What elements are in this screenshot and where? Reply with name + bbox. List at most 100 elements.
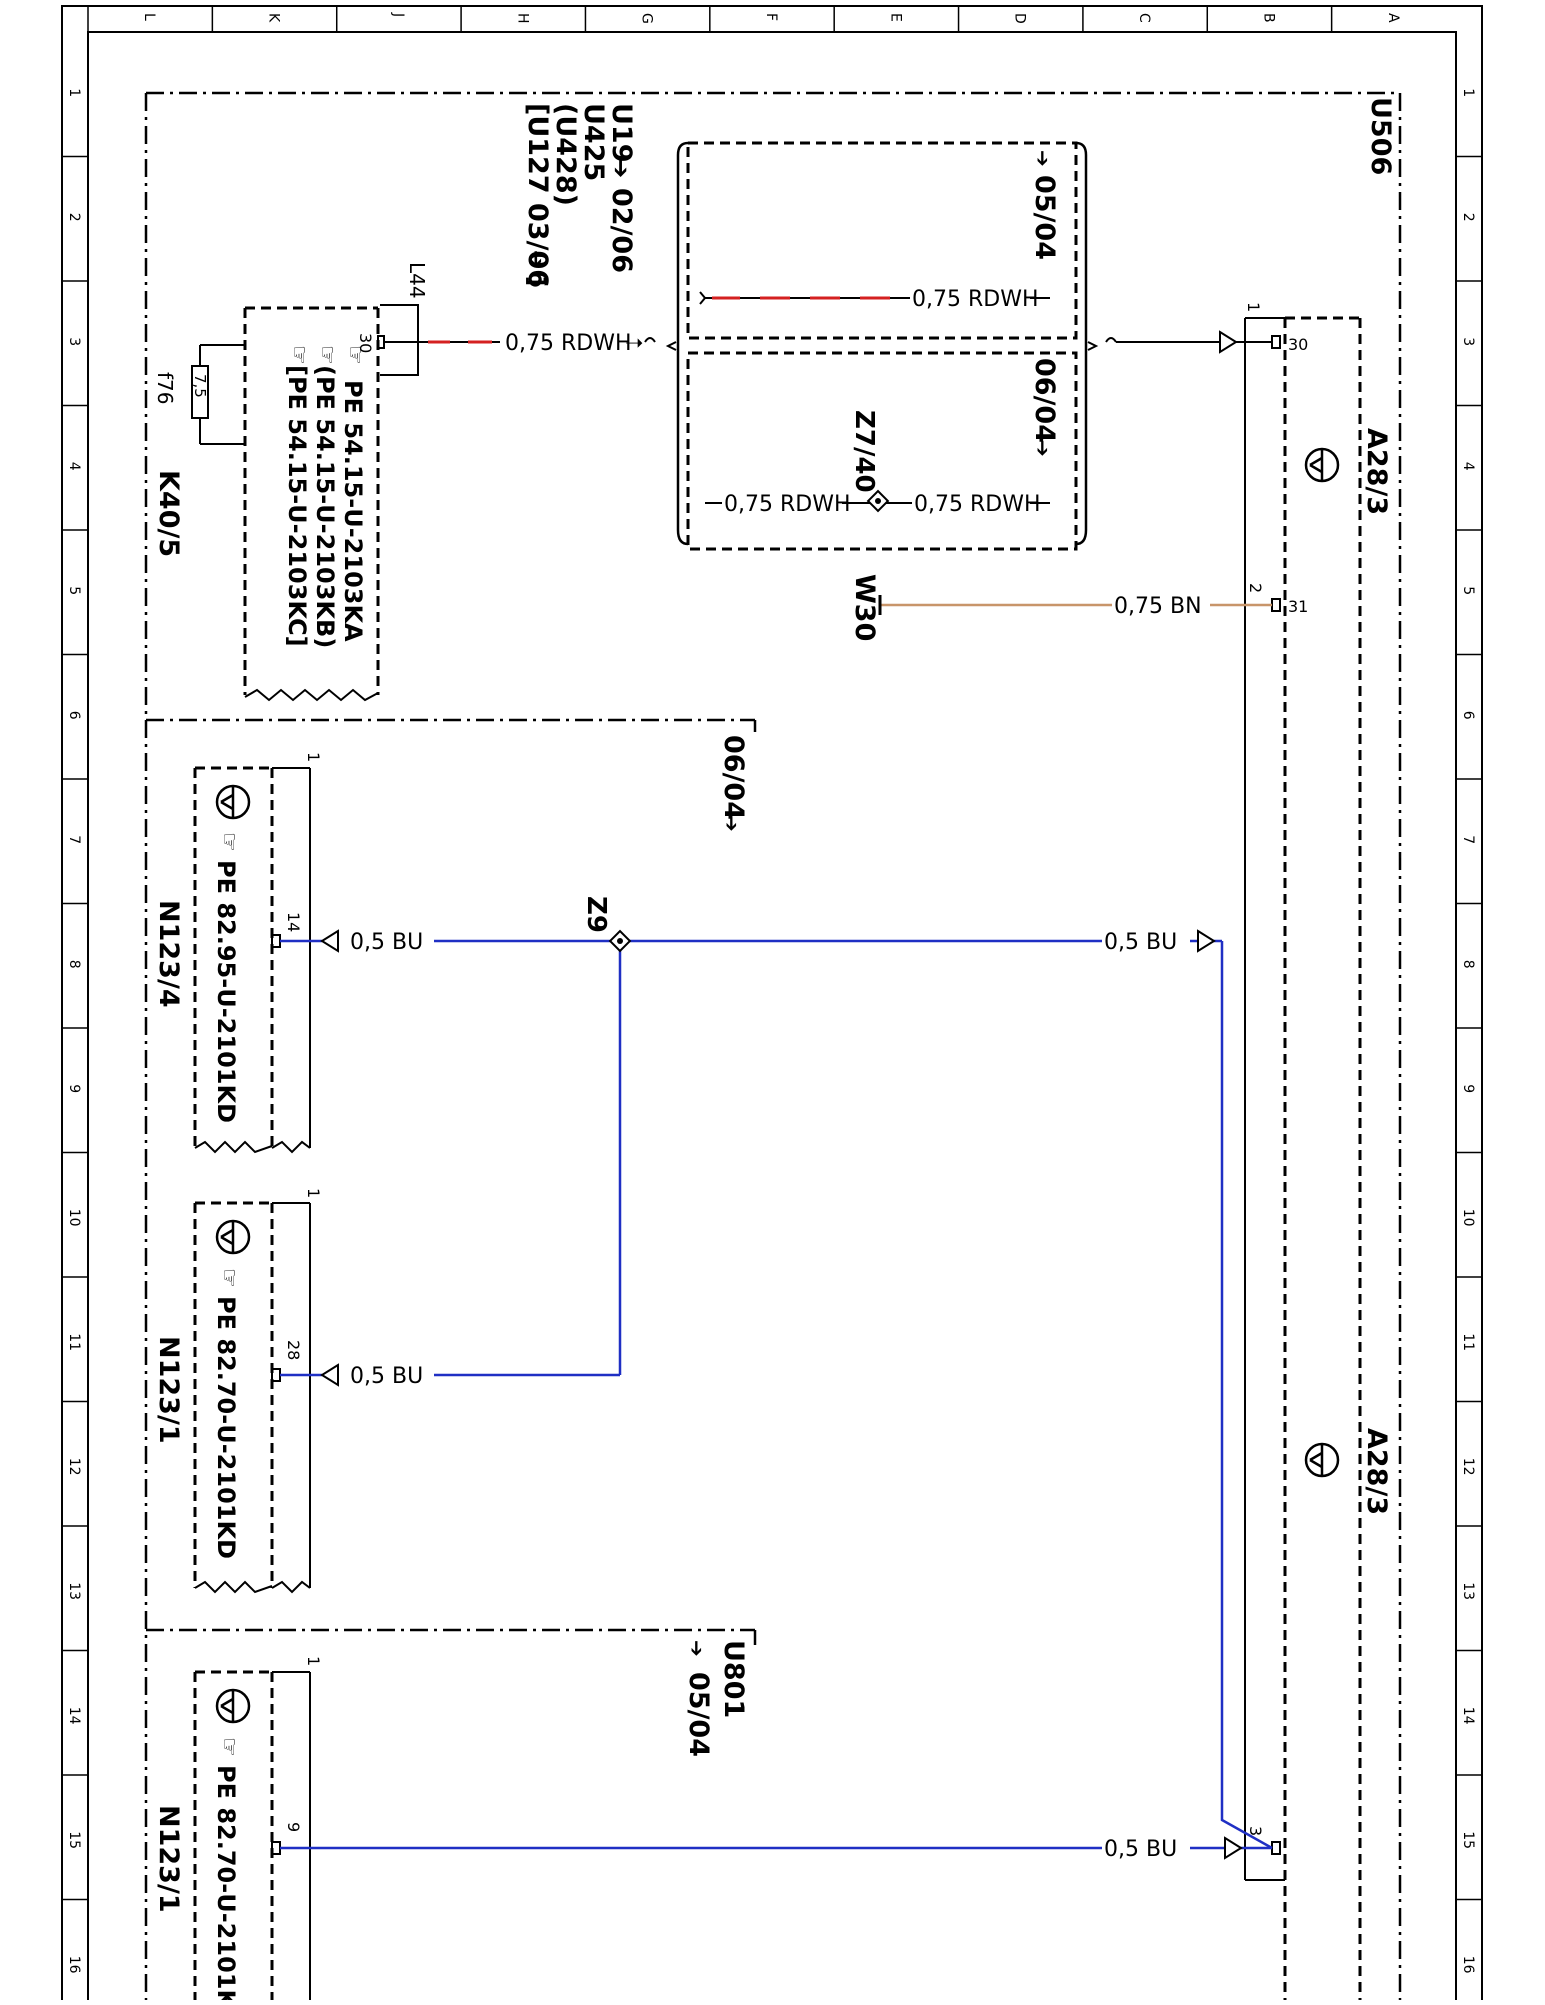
module-n123-4-label: N123/4 xyxy=(153,900,184,1008)
variant-bracket: 05/04 ➔ 06/04 ➔ 0,75 RDWH 0,75 RDWH 0,75… xyxy=(665,141,1099,551)
svg-text:☞: ☞ xyxy=(286,345,311,365)
a28-3-label-top: A28/3 xyxy=(1361,428,1392,515)
ref-u428: (U428) xyxy=(550,103,581,206)
column-label: E xyxy=(887,13,903,22)
a28-term-30: 30 xyxy=(1288,335,1308,354)
ground-w30-label: W30 xyxy=(849,574,880,641)
column-label: L xyxy=(141,13,157,21)
row-label: 8 xyxy=(1460,960,1476,969)
row-label: 10 xyxy=(66,1209,82,1227)
row-label: 3 xyxy=(66,337,82,346)
module-n123-1-a-label: N123/1 xyxy=(153,1336,184,1444)
splice-z7-40-label: Z7/40 xyxy=(849,410,879,493)
variant-lower-ref: 06/04 xyxy=(1029,358,1060,443)
variant-upper-ref: 05/04 xyxy=(1029,175,1060,260)
ref-u127-arrow: ➔ ] xyxy=(523,250,548,286)
pe-k40-line3: [PE 54.15-U-2103KC] xyxy=(283,365,311,647)
row-label: 13 xyxy=(1460,1582,1476,1600)
ref-0604-left-arrow: ➔ xyxy=(720,815,744,832)
fuse-f76-symbol xyxy=(191,365,209,419)
ref-0604-left: 06/04 xyxy=(718,735,749,820)
a28-pin-2: 2 xyxy=(1246,583,1265,593)
u801-label: U801 xyxy=(718,1640,749,1718)
row-label: 7 xyxy=(66,835,82,844)
ref-u19: U19 xyxy=(606,103,637,163)
u801-arrow: ➔ xyxy=(685,1640,709,1657)
module-n123-1-b: 1 ☞ PE 82.70-U-2101KD N123/1 9 xyxy=(153,1656,323,2005)
wire-rdwh-label-upper: 0,75 RDWH xyxy=(912,287,1039,312)
module-n123-1-b-label: N123/1 xyxy=(153,1805,184,1913)
u506-boundary xyxy=(144,91,1402,2000)
column-label: C xyxy=(1136,13,1152,23)
svg-text:☞: ☞ xyxy=(314,345,339,365)
module-n123-1-a-top-pin: 1 xyxy=(304,1188,323,1198)
transistor-icon xyxy=(1304,447,1340,483)
transistor-icon xyxy=(1304,1442,1340,1478)
variant-lower-arrow: ➔ xyxy=(1031,440,1055,457)
svg-text:☞: ☞ xyxy=(342,345,367,365)
column-label: G xyxy=(639,13,655,24)
row-label: 1 xyxy=(66,88,82,97)
module-n123-1-a-pe: PE 82.70-U-2101KD xyxy=(212,1296,240,1559)
row-label: 6 xyxy=(1460,711,1476,720)
a28-term-31: 31 xyxy=(1288,597,1308,616)
wire-bn-ground: 0,75 BN W30 xyxy=(849,574,1272,641)
ref-u19-page: 02/06 xyxy=(606,188,637,273)
module-n123-1-b-pe: PE 82.70-U-2101KD xyxy=(212,1765,240,2000)
module-n123-4: 1 ☞ PE 82.95-U-2101KD N123/4 14 xyxy=(153,752,323,1154)
column-label: K xyxy=(266,13,282,23)
hand-pointer-icon: ☞ xyxy=(216,1737,241,1757)
top-reference-block: U19 ➔ 02/06 U425 (U428) [U127 03/06 ➔ ] xyxy=(522,103,637,288)
row-label: 2 xyxy=(1460,213,1476,222)
wire-rdwh-label-lower-left: 0,75 RDWH xyxy=(724,492,851,517)
row-label: 4 xyxy=(1460,462,1476,471)
column-label: A xyxy=(1385,13,1401,23)
column-label: D xyxy=(1012,13,1028,24)
variant-upper-arrow: ➔ xyxy=(1031,150,1055,167)
module-n123-1-b-pin: 9 xyxy=(284,1822,303,1832)
a28-pin-3: 3 xyxy=(1246,1826,1265,1836)
row-label: 14 xyxy=(1460,1707,1476,1725)
k40-pin-30: 30 xyxy=(356,333,375,353)
row-label: 5 xyxy=(1460,586,1476,595)
svg-text:➝: ➝ xyxy=(625,331,643,356)
module-n123-1-b-top-pin: 1 xyxy=(304,1656,323,1666)
ref-u127: [U127 03/06 xyxy=(522,103,553,288)
wire-rdwh-label-main: 0,75 RDWH xyxy=(505,331,632,356)
row-label: 3 xyxy=(1460,337,1476,346)
hand-pointer-icon: ☞ xyxy=(216,1268,241,1288)
pe-k40-line1: PE 54.15-U-2103KA xyxy=(339,380,367,642)
wire-rdwh-main: 0,75 RDWH ➝ xyxy=(418,331,656,356)
row-label: 15 xyxy=(1460,1831,1476,1849)
k40-5-block: 7,5 f76 K40/5 PE 54.15-U-2103KA (PE 54.1… xyxy=(153,262,429,702)
k40-5-label: K40/5 xyxy=(153,470,184,557)
connector-arrows xyxy=(320,929,1243,1860)
row-label: 9 xyxy=(1460,1084,1476,1093)
column-label: B xyxy=(1260,13,1276,23)
row-label: 16 xyxy=(1460,1956,1476,1974)
fuse-f76-value: 7,5 xyxy=(191,374,209,398)
wire-to-a28-pin1 xyxy=(1105,330,1272,354)
wire-bu-label-n123-4: 0,5 BU xyxy=(350,930,423,955)
l44-label: L44 xyxy=(405,262,429,299)
transistor-icon xyxy=(215,1219,251,1255)
hand-pointer-icon: ☞ xyxy=(216,832,241,852)
row-label: 7 xyxy=(1460,835,1476,844)
row-label: 13 xyxy=(66,1582,82,1600)
module-n123-1-a-pin: 28 xyxy=(284,1340,303,1360)
module-n123-4-pe: PE 82.95-U-2101KD xyxy=(212,860,240,1123)
a28-3-module: A28/3 A28/3 1 30 2 31 3 xyxy=(1244,302,1392,2000)
module-n123-4-pin: 14 xyxy=(284,912,303,932)
row-label: 12 xyxy=(1460,1458,1476,1476)
module-n123-4-top-pin: 1 xyxy=(304,752,323,762)
column-label: J xyxy=(390,12,406,17)
row-label: 9 xyxy=(66,1084,82,1093)
hand-pointer-icon: ☞ ☞ ☞ xyxy=(286,345,367,365)
ref-u19-arrow: ➔ xyxy=(607,158,635,178)
row-label: 12 xyxy=(66,1458,82,1476)
row-label: 4 xyxy=(66,462,82,471)
row-label: 11 xyxy=(66,1333,82,1351)
